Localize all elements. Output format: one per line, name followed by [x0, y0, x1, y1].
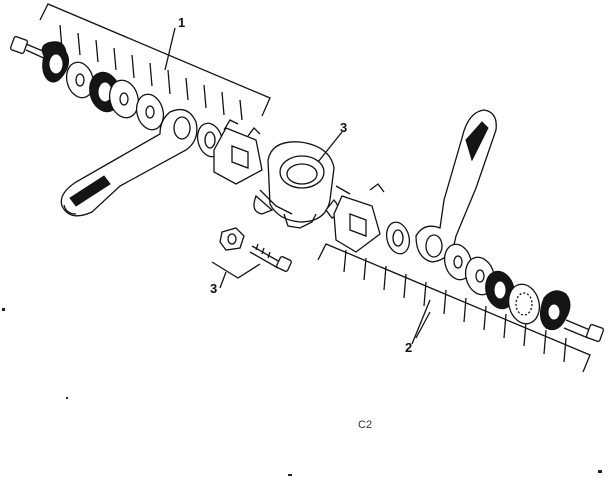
left-clutch-block: [213, 119, 263, 185]
callout-3-top: 3: [340, 120, 347, 135]
group-1-bracket: [39, 3, 271, 121]
left-wing-nut: [41, 41, 70, 83]
right-bolt: [563, 319, 605, 343]
figure-code: C2: [358, 419, 372, 431]
scan-specks: [2, 308, 602, 476]
small-screw: [249, 243, 292, 272]
left-washer-3: [135, 93, 165, 131]
callout-1: 1: [178, 15, 185, 30]
group-3-bracket: [211, 261, 261, 289]
right-wing-nut: [540, 290, 571, 331]
right-lever-arm: [415, 109, 497, 263]
right-ring-washer: [385, 221, 411, 255]
left-bolt: [9, 35, 51, 61]
left-washer-1: [65, 61, 95, 99]
right-spring-washer: [485, 270, 515, 310]
leader-lines: [317, 131, 431, 339]
small-nut: [219, 227, 245, 251]
callout-3-bottom: 3: [210, 281, 217, 296]
right-clutch-block: [333, 183, 385, 253]
callout-2: 2: [405, 340, 412, 355]
group-2-bracket: [317, 243, 591, 373]
right-washer-1: [443, 243, 473, 281]
left-lever-arm: [60, 108, 198, 217]
right-knurled-washer: [507, 283, 541, 325]
left-washer-2: [108, 79, 140, 119]
